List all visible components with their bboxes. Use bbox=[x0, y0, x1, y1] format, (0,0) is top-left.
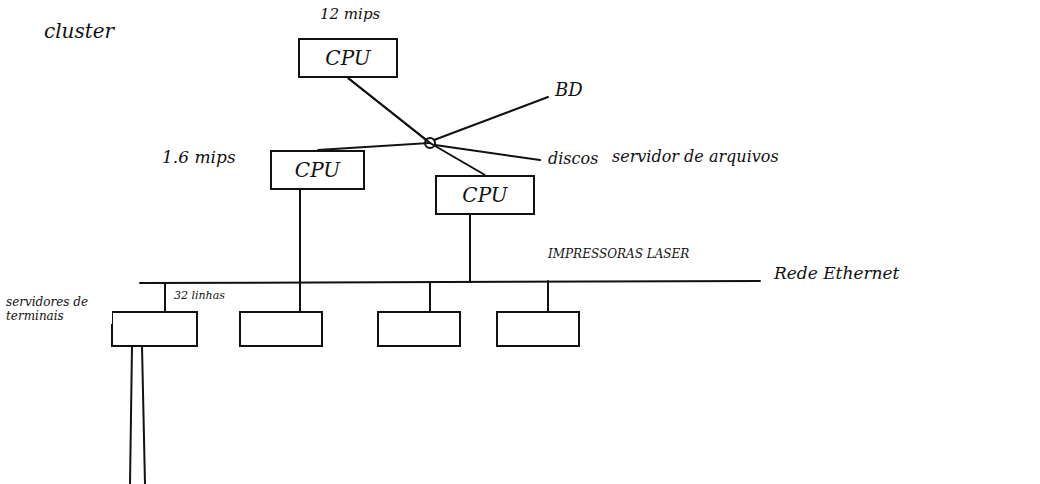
workstation-box bbox=[240, 312, 322, 346]
note-label: BD bbox=[553, 80, 585, 101]
connector bbox=[348, 78, 485, 175]
note-label: 12 mips bbox=[318, 6, 382, 23]
workstation-box bbox=[378, 312, 460, 346]
disk-wire bbox=[435, 145, 540, 160]
terminal-line bbox=[142, 346, 145, 484]
ethernet-bus bbox=[140, 281, 760, 283]
note-label: cluster bbox=[42, 20, 116, 43]
note-label: discos bbox=[546, 150, 600, 168]
terminal-line bbox=[130, 346, 132, 484]
cpu-box: CPU bbox=[298, 38, 398, 78]
cpu-drop bbox=[469, 212, 471, 282]
workstation-box bbox=[497, 312, 579, 346]
note-label: servidores de terminais bbox=[4, 296, 112, 324]
cpu-box: CPU bbox=[270, 150, 365, 190]
note-label: 1.6 mips bbox=[160, 148, 238, 168]
note-label: servidor de arquivos bbox=[610, 148, 781, 166]
cpu-box: CPU bbox=[435, 175, 535, 215]
bus-drop bbox=[429, 282, 431, 312]
terminal-server-box bbox=[112, 312, 197, 346]
bd-wire bbox=[434, 97, 548, 140]
cpu-label: CPU bbox=[462, 183, 507, 207]
note-label: 32 linhas bbox=[172, 290, 227, 303]
note-label: Rede Ethernet bbox=[772, 264, 901, 284]
bus-drop bbox=[299, 282, 301, 312]
bus-drop bbox=[547, 281, 549, 312]
connector bbox=[318, 78, 431, 150]
cpu-label: CPU bbox=[325, 46, 370, 70]
cpu-drop bbox=[299, 187, 301, 282]
note-label: IMPRESSORAS LASER bbox=[546, 248, 691, 262]
cpu-label: CPU bbox=[295, 158, 340, 182]
bus-drop bbox=[164, 283, 166, 312]
